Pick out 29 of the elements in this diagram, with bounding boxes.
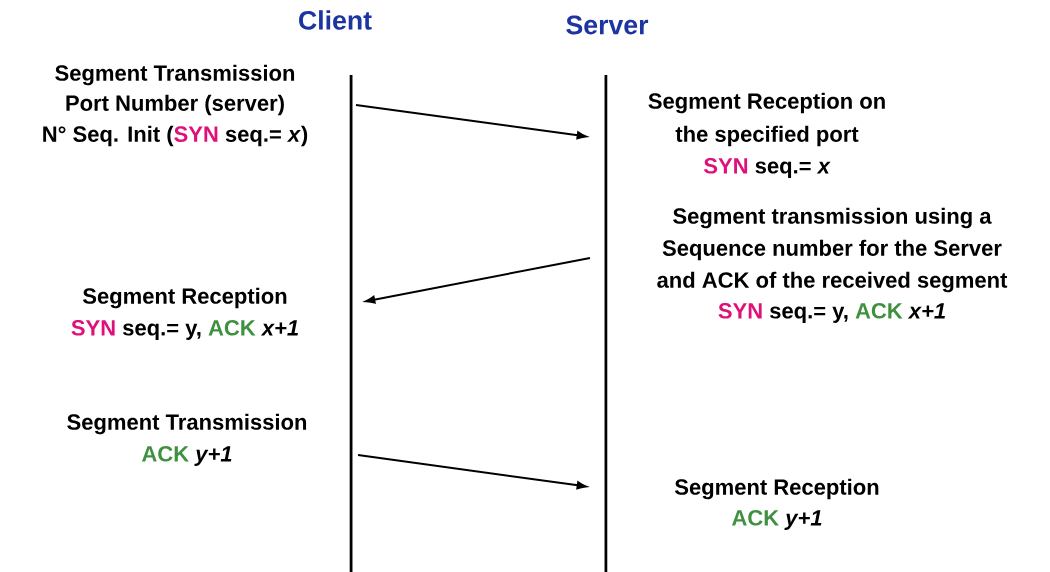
arrow [357, 454, 587, 490]
annotation-text: ACK y+1 [142, 446, 232, 466]
label: SYN [718, 303, 762, 319]
label: ACK [208, 320, 256, 336]
annotation-text: Sequence number for the Server [662, 239, 1002, 261]
label: x+1 [907, 303, 945, 319]
label: x+1 [260, 320, 298, 336]
annotation-text: Segment Transmission [55, 64, 295, 86]
label: ACK [855, 303, 903, 319]
annotation-text: Segment Transmission [67, 413, 307, 435]
arrow [355, 104, 587, 140]
arrow [365, 257, 591, 304]
annotation-text: SYN seq.= y, ACK x+1 [718, 303, 945, 323]
label: seq.= y, [770, 306, 848, 323]
annotation-text: Port Number (server) [66, 94, 284, 116]
annotation-text: ACK y+1 [732, 510, 822, 530]
annotation-text: Segment Reception on [648, 92, 885, 114]
annotation-text: N° Seq. Init (SYN seq.= x) [43, 125, 308, 147]
annotation-text: Segment transmission using a [673, 207, 992, 229]
column-heading: Server [566, 15, 649, 35]
annotation-text: SYN seq.= x [704, 158, 831, 178]
label: SYN [71, 320, 115, 336]
annotation-text: and ACK of the received segment [657, 271, 1008, 293]
annotation-text: SYN seq.= y, ACK x+1 [71, 320, 298, 340]
label: seq.= y, [123, 323, 201, 340]
column-heading: Client [299, 10, 372, 30]
annotation-text: the specified port [675, 125, 859, 147]
annotation-text: Segment Reception [82, 287, 287, 309]
annotation-text: Segment Reception [674, 478, 879, 500]
